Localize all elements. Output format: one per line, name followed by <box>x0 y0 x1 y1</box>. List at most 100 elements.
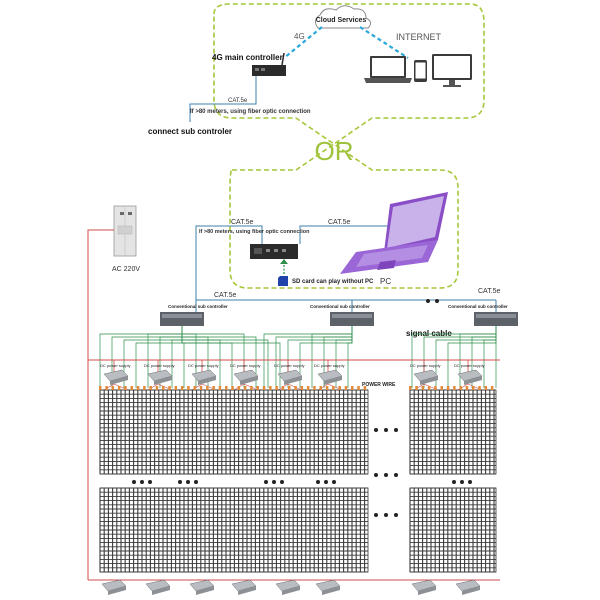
sub-controller-link-label: connect sub controler <box>148 127 232 136</box>
led-panel <box>409 487 497 573</box>
led-connector <box>193 386 196 390</box>
dc-power-supply-icon <box>462 586 480 595</box>
dc-power-supply: DC power supply <box>272 579 302 600</box>
sub-controller-device-icon <box>160 312 204 326</box>
top-panel-border <box>213 3 485 145</box>
led-connector <box>409 386 412 390</box>
internet-label: INTERNET <box>396 32 442 42</box>
led-connector <box>465 386 469 390</box>
pc-label: PC <box>380 277 391 286</box>
signal-cable <box>171 326 183 388</box>
dc-power-supply-label: DC power supply <box>274 363 304 368</box>
power-cabinet-icon <box>113 205 137 257</box>
led-connector <box>243 386 247 390</box>
led-connector <box>218 386 222 390</box>
or-label: OR <box>315 136 354 166</box>
led-connector <box>269 386 272 390</box>
middle-panel-border <box>229 143 459 289</box>
power-wire-label: POWER WIRE <box>362 382 396 388</box>
led-connector <box>99 386 102 390</box>
signal-cable <box>181 326 281 388</box>
led-connector <box>149 386 152 390</box>
dc-power-supply: DC power supply <box>274 363 304 385</box>
led-connector <box>199 386 203 390</box>
laptop-icon <box>364 56 412 83</box>
led-connector <box>225 386 228 390</box>
sub-controller-label: Conventional sub controller <box>448 304 508 309</box>
led-connector <box>105 386 108 390</box>
sub-controller-label: Conventional sub controller <box>168 304 228 309</box>
dc-power-supply-icon <box>464 376 482 385</box>
led-connector <box>484 386 488 390</box>
dc-power-supply-label: DC power supply <box>230 363 260 368</box>
led-connector <box>427 386 431 390</box>
dc-power-supply: DC power supply <box>188 363 218 385</box>
sd-card-note: SD card can play without PC <box>292 279 374 285</box>
led-connector <box>472 386 475 390</box>
middle-panel: CAT.5e CAT.5e If >80 meters, using fiber… <box>195 143 459 300</box>
dc-power-supply-label: DC power supply <box>188 363 218 368</box>
middle-fiber-note: If >80 meters, using fiber optic connect… <box>199 229 310 235</box>
led-connector <box>344 386 348 390</box>
led-connector <box>490 386 494 390</box>
middle-cat5-line <box>195 225 263 300</box>
dc-power-supply: DC power supply <box>408 579 438 600</box>
led-connector <box>288 386 291 390</box>
top-fiber-note: If >80 meters, using fiber optic connect… <box>190 109 311 115</box>
signal-cable-layer <box>99 326 497 388</box>
dc-power-supply: DC power supply <box>186 579 216 600</box>
led-connector <box>180 386 184 390</box>
dc-power-supply-icon <box>284 376 302 385</box>
led-connector <box>111 386 115 390</box>
led-connector <box>155 386 159 390</box>
led-connector <box>478 386 481 390</box>
dc-power-supply-label: DC power supply <box>454 363 484 368</box>
pc-cat5-line <box>299 225 392 244</box>
led-connector <box>262 386 266 390</box>
led-connector <box>319 386 322 390</box>
led-connector <box>338 386 341 390</box>
sub-controller-device-icon <box>474 312 518 326</box>
led-connector <box>117 386 121 390</box>
cloud-services-label: Cloud Services <box>316 17 367 24</box>
dc-power-supply-label: DC power supply <box>314 363 344 368</box>
led-connector <box>434 386 437 390</box>
dc-power-supply-icon <box>324 376 342 385</box>
led-connector <box>256 386 259 390</box>
main-controller-label: 4G main controller <box>212 53 283 62</box>
led-connector <box>459 386 462 390</box>
pc-laptop-icon <box>340 192 448 274</box>
dc-power-supply: DC power supply <box>314 363 344 385</box>
dc-power-supply-icon <box>322 586 340 595</box>
more-dot <box>435 299 439 303</box>
led-connector <box>306 386 310 390</box>
led-connector <box>357 386 360 390</box>
pc-cable-label: CAT.5e <box>328 219 351 226</box>
dc-power-supply-icon <box>418 586 436 595</box>
dc-power-supply-icon <box>108 586 126 595</box>
top-cat5-line <box>189 76 257 122</box>
middle-cable-label: CAT.5e <box>231 219 254 226</box>
dc-power-supply-icon <box>196 586 214 595</box>
led-connector <box>313 386 316 390</box>
led-panel-layer <box>99 386 497 573</box>
led-connector <box>351 386 354 390</box>
signal-cable <box>483 326 497 388</box>
link-4g <box>283 26 323 59</box>
dc-power-supply-label: DC power supply <box>100 363 130 368</box>
dc-power-supply: DC power supply <box>144 363 174 385</box>
led-connector <box>363 386 367 390</box>
led-connector <box>281 386 285 390</box>
dc-power-supply: DC power supply <box>312 579 342 600</box>
top-panel: Cloud Services 4G INTERNET 4G main contr… <box>148 3 485 145</box>
led-connector <box>136 386 140 390</box>
led-connector <box>300 386 304 390</box>
dc-power-supply-label: DC power supply <box>410 363 440 368</box>
sd-card-icon <box>278 276 288 286</box>
4g-controller-device-icon <box>252 52 286 76</box>
led-connector <box>421 386 425 390</box>
top-cable-label: CAT.5e <box>228 98 248 104</box>
monitor-icon <box>432 54 472 87</box>
link-internet <box>359 26 409 59</box>
